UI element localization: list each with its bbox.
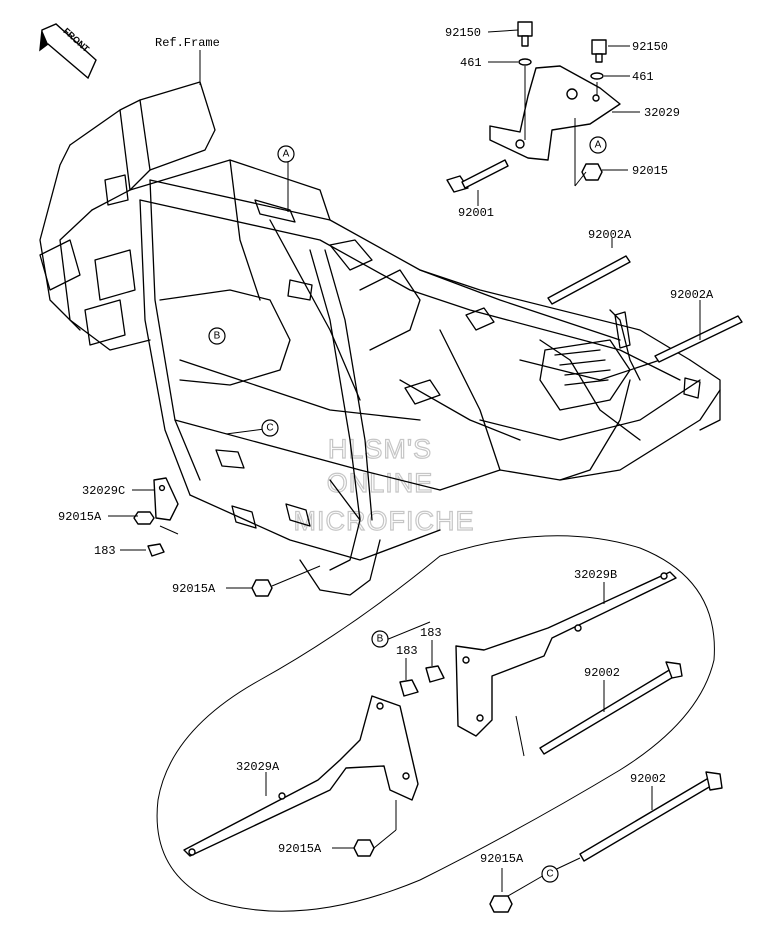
part-label: 92015 <box>632 164 668 178</box>
bracket-32029a <box>183 695 419 857</box>
part-label: 32029B <box>574 568 617 582</box>
part-label: 32029C <box>82 484 125 498</box>
watermark: HLSM'S ONLINE MICROFICHE <box>293 433 475 536</box>
callout-letter: B <box>377 634 384 645</box>
bracket-32029 <box>489 65 621 161</box>
bolts <box>446 21 743 862</box>
part-label: 92002A <box>588 228 632 242</box>
detail-ellipse <box>156 535 715 912</box>
callout-c-detail: C <box>541 865 559 883</box>
callout-c-frame: C <box>261 419 279 437</box>
part-label: 92001 <box>458 206 494 220</box>
part-labels: Ref.Frame 92150 461 92150 461 32029 9201… <box>58 26 714 866</box>
watermark-line-1: HLSM'S <box>328 434 432 464</box>
callout-letter: C <box>546 869 553 880</box>
ref-frame-label: Ref.Frame <box>155 36 220 50</box>
callout-letter: A <box>283 149 290 160</box>
part-label: 92015A <box>58 510 102 524</box>
part-label: 183 <box>396 644 418 658</box>
part-label: 183 <box>420 626 442 640</box>
part-label: 92015A <box>480 852 524 866</box>
watermark-line-2: ONLINE <box>327 468 434 498</box>
leader-lines <box>108 29 701 897</box>
bracket-32029b <box>455 571 677 737</box>
part-label: 92002A <box>670 288 714 302</box>
part-label: 183 <box>94 544 116 558</box>
bracket-32029c <box>153 477 179 521</box>
part-label: 92002 <box>584 666 620 680</box>
callout-letter: A <box>595 140 602 151</box>
watermark-line-3: MICROFICHE <box>294 506 475 536</box>
nuts-washers <box>133 58 604 913</box>
main-frame <box>39 81 721 596</box>
callout-a-bracket: A <box>589 136 607 154</box>
part-label: 92150 <box>632 40 668 54</box>
part-label: 32029 <box>644 106 680 120</box>
callout-letter: C <box>266 423 273 434</box>
callout-a-frame: A <box>277 145 295 163</box>
part-label: 461 <box>632 70 654 84</box>
callout-b-detail: B <box>371 630 389 648</box>
front-arrow: FRONT <box>39 23 97 80</box>
part-label: 92015A <box>172 582 216 596</box>
part-label: 32029A <box>236 760 280 774</box>
callout-b-frame: B <box>208 327 226 345</box>
part-label: 461 <box>460 56 482 70</box>
part-label: 92150 <box>445 26 481 40</box>
callout-letter: B <box>214 331 221 342</box>
part-label: 92002 <box>630 772 666 786</box>
part-label: 92015A <box>278 842 322 856</box>
